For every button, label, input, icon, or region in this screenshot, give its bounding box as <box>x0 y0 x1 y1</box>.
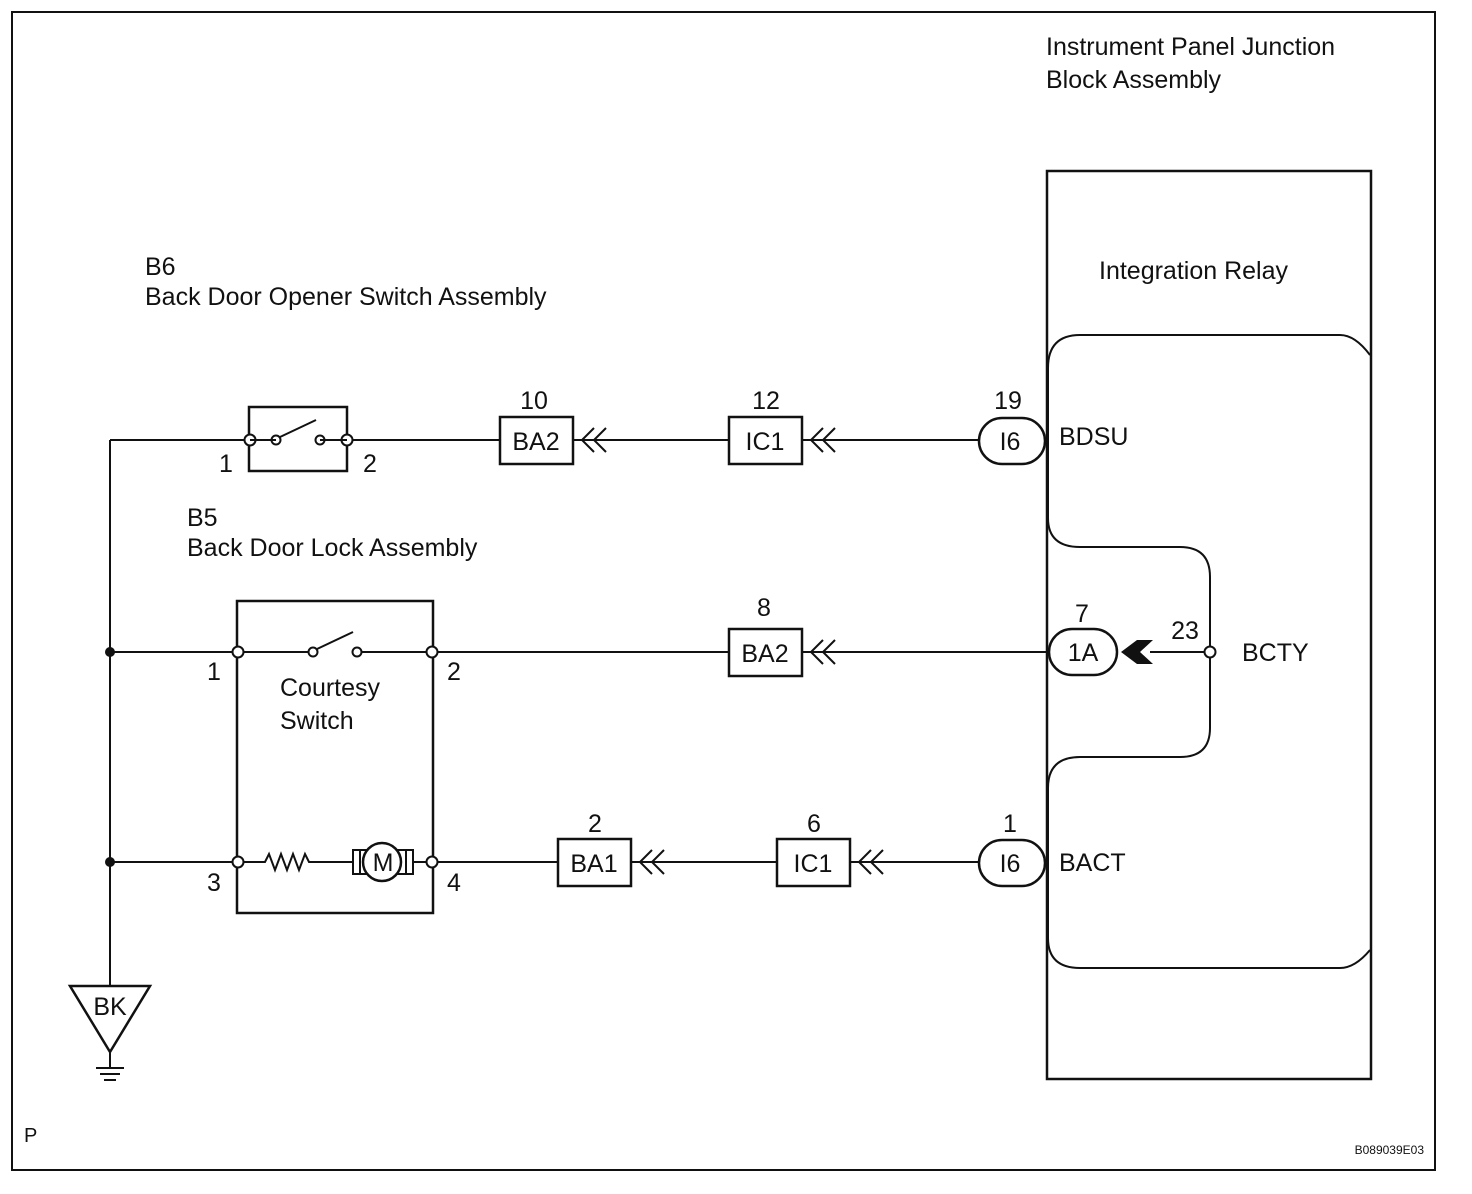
connector-arrow-icon <box>809 639 836 665</box>
b5-pin1-number: 1 <box>207 658 221 686</box>
splice-point-upper <box>105 647 115 657</box>
b5-switch-contact-b <box>351 646 363 658</box>
courtesy-switch-label-line1: Courtesy <box>280 674 381 702</box>
connector-i6-row3-label: I6 <box>1000 850 1021 878</box>
motor-label: M <box>373 849 394 877</box>
b5-name: Back Door Lock Assembly <box>187 534 478 562</box>
b6-switch-blade <box>279 419 317 438</box>
figure-code: B089039E03 <box>1355 1143 1425 1157</box>
b5-pin2-terminal <box>425 645 439 659</box>
connector-ic1-row1 <box>727 415 804 466</box>
b5-switch-blade <box>316 631 354 650</box>
b5-code: B5 <box>187 504 218 532</box>
b6-name: Back Door Opener Switch Assembly <box>145 283 547 311</box>
b5-pin3-number: 3 <box>207 869 221 897</box>
connector-ba2-row2 <box>727 627 804 678</box>
connector-ic1-row3 <box>775 837 852 888</box>
b5-pin3-terminal <box>231 855 245 869</box>
connector-ba2-row1-label: BA2 <box>512 428 559 456</box>
connector-arrow-icon <box>580 427 607 453</box>
motor-icon <box>361 841 403 883</box>
connector-ba2-row1-pin: 10 <box>520 387 548 415</box>
connector-ic1-row1-label: IC1 <box>746 428 785 456</box>
connector-ba2-row2-pin: 8 <box>757 594 771 622</box>
ground-point-triangle <box>67 984 153 1055</box>
connector-1a <box>1047 627 1119 677</box>
junction-block-title-line1: Instrument Panel Junction <box>1046 33 1335 61</box>
connector-i6-row3-pin: 1 <box>1003 810 1017 838</box>
connector-i6-row1-label: I6 <box>1000 428 1021 456</box>
connector-arrow-filled-icon <box>1121 640 1153 664</box>
splice-point-lower <box>105 857 115 867</box>
connector-arrow-icon <box>857 849 884 875</box>
junction-block-box <box>1045 169 1373 1081</box>
diagram-frame <box>11 11 1436 1171</box>
b6-pin2-number: 2 <box>363 450 377 478</box>
connector-ic1-row1-pin: 12 <box>752 387 780 415</box>
b5-pin4-terminal <box>425 855 439 869</box>
b5-pin1-terminal <box>231 645 245 659</box>
b5-pin4-number: 4 <box>447 869 461 897</box>
connector-i6-row3 <box>977 838 1047 888</box>
bcty-terminal <box>1203 645 1217 659</box>
connector-ba2-row1 <box>498 415 575 466</box>
b5-pin2-number: 2 <box>447 658 461 686</box>
signal-bcty: BCTY <box>1242 639 1309 667</box>
corner-mark: P <box>24 1125 37 1147</box>
signal-bact: BACT <box>1059 849 1126 877</box>
connector-i6-row1-pin: 19 <box>994 387 1022 415</box>
b5-switch-contact-a <box>307 646 319 658</box>
connector-ba2-row2-label: BA2 <box>741 640 788 668</box>
connector-ic1-row3-pin: 6 <box>807 810 821 838</box>
connector-1a-label: 1A <box>1068 639 1099 667</box>
connector-arrow-icon <box>809 427 836 453</box>
connector-1a-pin: 7 <box>1075 600 1089 628</box>
b6-code: B6 <box>145 253 176 281</box>
b6-pin1-number: 1 <box>219 450 233 478</box>
connector-ba1-row3-pin: 2 <box>588 810 602 838</box>
connector-ba1-row3 <box>556 837 633 888</box>
connector-i6-row1 <box>977 416 1047 466</box>
integration-relay-label: Integration Relay <box>1099 257 1289 285</box>
signal-bdsu: BDSU <box>1059 423 1128 451</box>
ground-point-label: BK <box>93 993 127 1021</box>
junction-block-title-line2: Block Assembly <box>1046 66 1222 94</box>
courtesy-switch-label-line2: Switch <box>280 707 354 735</box>
connector-ic1-row3-label: IC1 <box>794 850 833 878</box>
connector-ba1-row3-label: BA1 <box>570 850 617 878</box>
resistor-icon <box>243 851 352 873</box>
connector-arrow-icon <box>638 849 665 875</box>
bcty-pin: 23 <box>1171 617 1199 645</box>
